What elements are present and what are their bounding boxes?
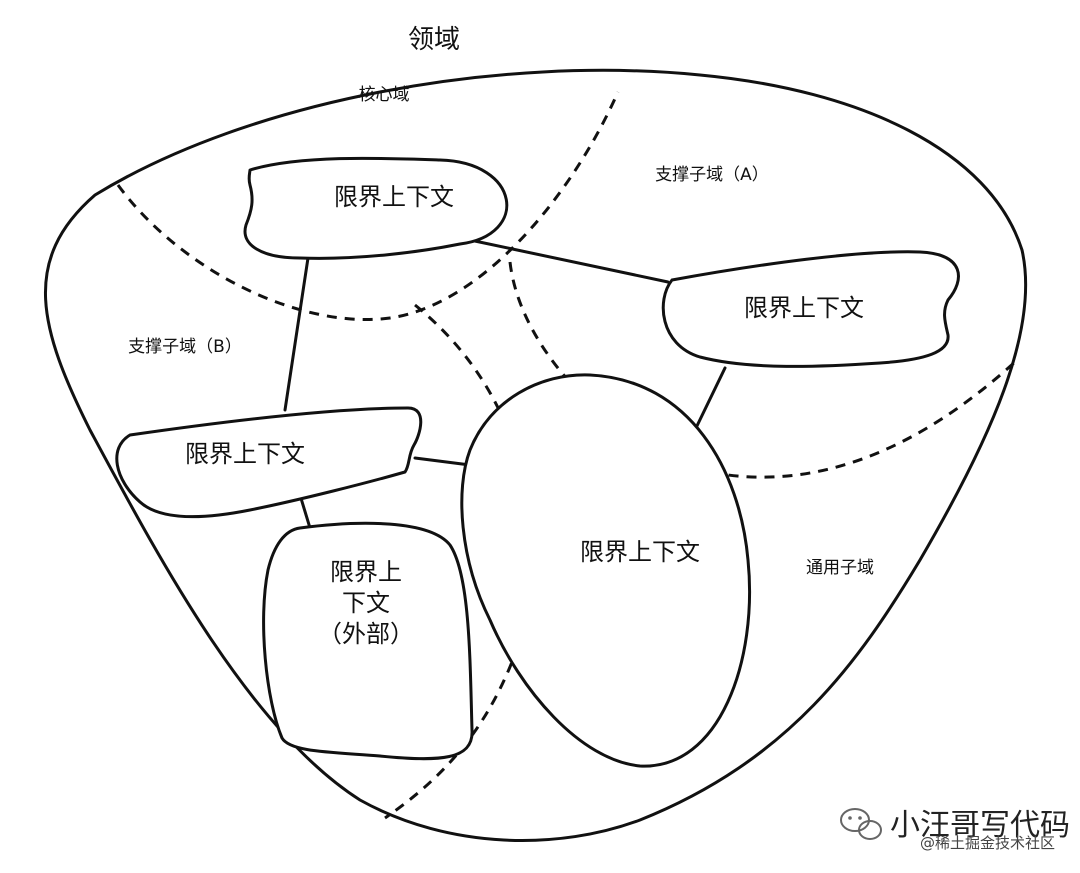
watermark-sub-text: @稀土掘金技术社区 — [920, 834, 1055, 852]
core-bounded-context — [243, 156, 509, 260]
external-context-line-3: （外部） — [318, 620, 414, 648]
connector-support-b-external — [298, 493, 312, 530]
support-a-subdomain-label: 支撑子域（A） — [655, 165, 769, 185]
external-bounded-context — [262, 521, 474, 761]
support-b-context-label: 限界上下文 — [185, 440, 305, 468]
support-a-bounded-context — [661, 250, 960, 368]
core-subdomain-label: 核心域 — [359, 85, 410, 105]
support-a-context-label: 限界上下文 — [744, 294, 864, 322]
connector-support-a-center — [693, 366, 727, 432]
core-context-label: 限界上下文 — [334, 183, 454, 211]
connector-support-b-center — [413, 456, 472, 467]
center-bounded-context — [460, 373, 752, 768]
core-subdomain-boundary — [116, 91, 620, 321]
external-context-line-1: 限界上 — [330, 558, 402, 586]
watermark: 小汪哥写代码 @稀土掘金技术社区 — [840, 808, 1070, 852]
generic-subdomain-label: 通用子域 — [806, 558, 874, 578]
connector-core-support-b — [283, 256, 310, 412]
wechat-icon — [840, 808, 882, 840]
domain-title: 领域 — [408, 25, 460, 55]
support-b-bounded-context — [115, 406, 423, 519]
support-b-generic-boundary — [384, 303, 533, 820]
domain-boundary — [43, 68, 1028, 842]
external-context-line-2: 下文 — [342, 589, 390, 617]
center-context-label: 限界上下文 — [580, 538, 700, 566]
watermark-main-text: 小汪哥写代码 — [890, 808, 1070, 843]
connector-core-support-a — [468, 238, 670, 284]
support-b-subdomain-label: 支撑子域（B） — [128, 337, 242, 357]
